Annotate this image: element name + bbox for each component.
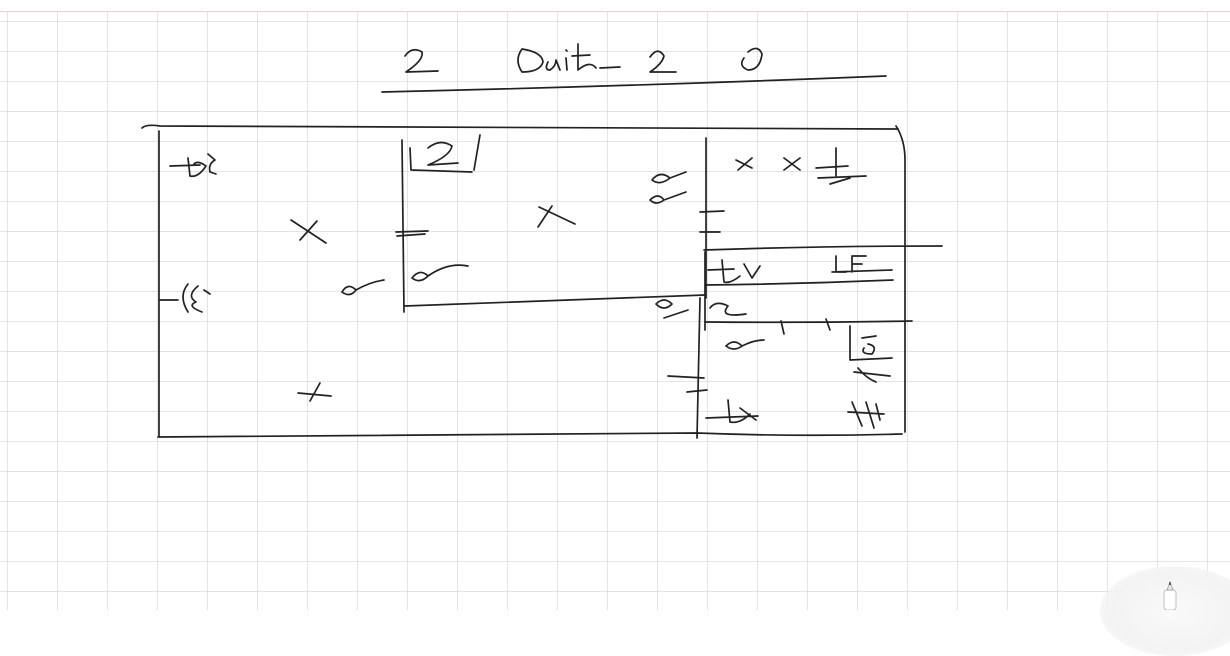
note-svg[interactable] (0, 12, 1230, 610)
outer-right-wall (895, 125, 906, 433)
cross-middle (537, 205, 576, 228)
outer-top-line (141, 124, 899, 130)
curl-middle (411, 264, 469, 282)
right-horizontal-1 (703, 245, 943, 251)
mark-right-5 (847, 401, 885, 429)
curl-left (341, 279, 385, 296)
pen-icon (1163, 580, 1177, 610)
right-left-wall (696, 137, 707, 439)
tick-middle (395, 230, 429, 237)
middle-wall (401, 139, 405, 313)
tick-right-wall (699, 210, 725, 233)
mark-mid-left (159, 283, 211, 313)
mark-top-left (169, 153, 217, 178)
top-border-strip (0, 0, 1230, 12)
grid-background (0, 12, 1230, 610)
box-two-label (409, 134, 481, 173)
mark-right-3 (849, 325, 893, 383)
ticks-right (780, 318, 831, 335)
mark-right-2 (655, 299, 747, 319)
middle-room-bottom (404, 294, 706, 307)
cross-left-2 (297, 382, 332, 402)
right-horizontal-3 (704, 320, 913, 324)
handwritten-sketch (141, 43, 943, 439)
label-lf (831, 255, 893, 273)
pen-tool-button[interactable] (1100, 566, 1230, 656)
note-canvas[interactable] (0, 12, 1230, 610)
right-horizontal-2 (704, 279, 894, 286)
title-underline (381, 75, 887, 93)
handwritten-title (404, 43, 763, 73)
curl-upper-right (649, 171, 687, 204)
tick-right-lower (667, 375, 708, 393)
curl-right-room (725, 339, 765, 350)
mark-right-4 (705, 399, 759, 424)
mark-right-1 (707, 259, 761, 284)
marks-top-right (735, 147, 867, 185)
cross-left-1 (290, 219, 327, 244)
outer-bottom-line (157, 432, 903, 438)
